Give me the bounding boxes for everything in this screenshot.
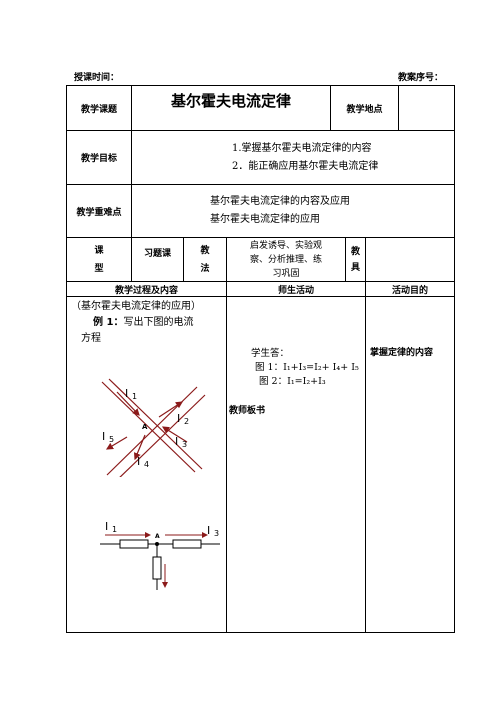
fig1-label: 5 bbox=[109, 435, 114, 444]
method-line: 启发诱导、实验观 bbox=[250, 240, 323, 251]
goal-list: 1.掌握基尔霍夫电流定律的内容 2．能正确应用基尔霍夫电流定律 bbox=[130, 130, 456, 185]
figure-2-node-diagram: I 1 A I 3 I 2 bbox=[100, 520, 220, 592]
example-label: 例 1： bbox=[93, 317, 124, 328]
tools-label: 教 具 bbox=[345, 237, 367, 282]
fig1-label: 3 bbox=[182, 440, 187, 449]
tools-label-2: 具 bbox=[351, 262, 361, 273]
teach-time-label: 授课时间： bbox=[74, 73, 120, 83]
process-header: 教学过程及内容 bbox=[66, 281, 227, 297]
fig1-label: I bbox=[177, 412, 180, 425]
goal-item: 2．能正确应用基尔霍夫电流定律 bbox=[232, 160, 379, 172]
goal-item: 1.掌握基尔霍夫电流定律的内容 bbox=[232, 142, 372, 154]
process-content: （基尔霍夫电流定律的应用） 例 1：写出下图的电流 方程 bbox=[66, 296, 227, 633]
process-intro: （基尔霍夫电流定律的应用） bbox=[71, 301, 201, 312]
method-label-1: 教 bbox=[200, 245, 210, 256]
example-text-2: 方程 bbox=[81, 333, 101, 344]
lesson-plan-table: 教学课题 基尔霍夫电流定律 教学地点 教学目标 1.掌握基尔霍夫电流定律的内容 … bbox=[66, 85, 456, 633]
plan-number-label: 教案序号： bbox=[398, 73, 444, 83]
key-points-label: 教学重难点 bbox=[66, 184, 132, 238]
fig1-label: I bbox=[175, 435, 178, 448]
eq2-text: I₁=I₂+I₃ bbox=[287, 376, 326, 387]
place-label: 教学地点 bbox=[330, 85, 400, 131]
lesson-type-value: 习题课 bbox=[131, 237, 184, 282]
fig2-node-label: A bbox=[155, 533, 160, 540]
lesson-type-label-1: 课 bbox=[94, 245, 104, 256]
lesson-type-label-2: 型 bbox=[94, 263, 104, 274]
fig1-label: I bbox=[125, 387, 128, 400]
board-writing-label: 教师板书 bbox=[229, 406, 266, 416]
purpose-content: 掌握定律的内容 bbox=[365, 296, 456, 633]
key-point-item: 基尔霍夫电流定律的内容及应用 bbox=[210, 196, 350, 207]
activity-content: 学生答： 图 1：I₁+I₃=I₂+ I₄+ I₅ 图 2：I₁=I₂+I₃ 教… bbox=[225, 296, 367, 633]
tools-label-1: 教 bbox=[351, 246, 361, 257]
figure-1-node-diagram: I 1 I 2 I 3 I 4 I 5 A bbox=[101, 378, 206, 477]
fig1-label: 1 bbox=[132, 392, 137, 401]
equation-1: 图 1：I₁+I₃=I₂+ I₄+ I₅ bbox=[227, 361, 365, 375]
lesson-type-label: 课 型 bbox=[66, 237, 132, 282]
equation-2: 图 2：I₁=I₂+I₃ bbox=[227, 375, 365, 389]
example-text-1: 写出下图的电流 bbox=[123, 317, 194, 328]
fig2-label: I bbox=[207, 524, 210, 537]
fig1-label: 2 bbox=[184, 417, 189, 426]
key-point-item: 基尔霍夫电流定律的应用 bbox=[210, 214, 320, 225]
tools-value bbox=[365, 237, 456, 282]
method-value: 启发诱导、实验观 察、分析推理、练 习巩固 bbox=[225, 237, 347, 282]
student-answer-label: 学生答： bbox=[251, 348, 290, 359]
fig1-label: I bbox=[102, 430, 105, 443]
method-label: 教 法 bbox=[183, 237, 227, 282]
place-value bbox=[398, 85, 456, 131]
method-label-2: 法 bbox=[200, 263, 210, 274]
activity-header: 师生活动 bbox=[225, 281, 367, 297]
method-line: 习巩固 bbox=[272, 268, 300, 279]
fig2-label: I bbox=[105, 520, 108, 533]
example-1: 例 1：写出下图的电流 bbox=[71, 315, 222, 331]
method-line: 察、分析推理、练 bbox=[250, 254, 323, 265]
fig1-label: I bbox=[137, 455, 140, 468]
eq2-prefix: 图 2： bbox=[259, 376, 288, 387]
process-text: （基尔霍夫电流定律的应用） 例 1：写出下图的电流 方程 bbox=[67, 297, 226, 347]
fig2-label: I bbox=[161, 590, 164, 592]
topic-label: 教学课题 bbox=[66, 85, 132, 131]
eq1-prefix: 图 1： bbox=[255, 362, 284, 373]
topic-value: 基尔霍夫电流定律 bbox=[130, 85, 332, 131]
fig2-label: 1 bbox=[112, 525, 117, 534]
purpose-header: 活动目的 bbox=[365, 281, 456, 297]
key-points-list: 基尔霍夫电流定律的内容及应用 基尔霍夫电流定律的应用 bbox=[130, 184, 456, 238]
purpose-text: 掌握定律的内容 bbox=[370, 348, 434, 358]
goal-label: 教学目标 bbox=[66, 130, 132, 185]
eq1-text: I₁+I₃=I₂+ I₄+ I₅ bbox=[283, 362, 359, 373]
fig1-label: 4 bbox=[144, 460, 149, 469]
fig1-node-label: A bbox=[142, 423, 148, 431]
fig2-label: 3 bbox=[214, 529, 219, 538]
